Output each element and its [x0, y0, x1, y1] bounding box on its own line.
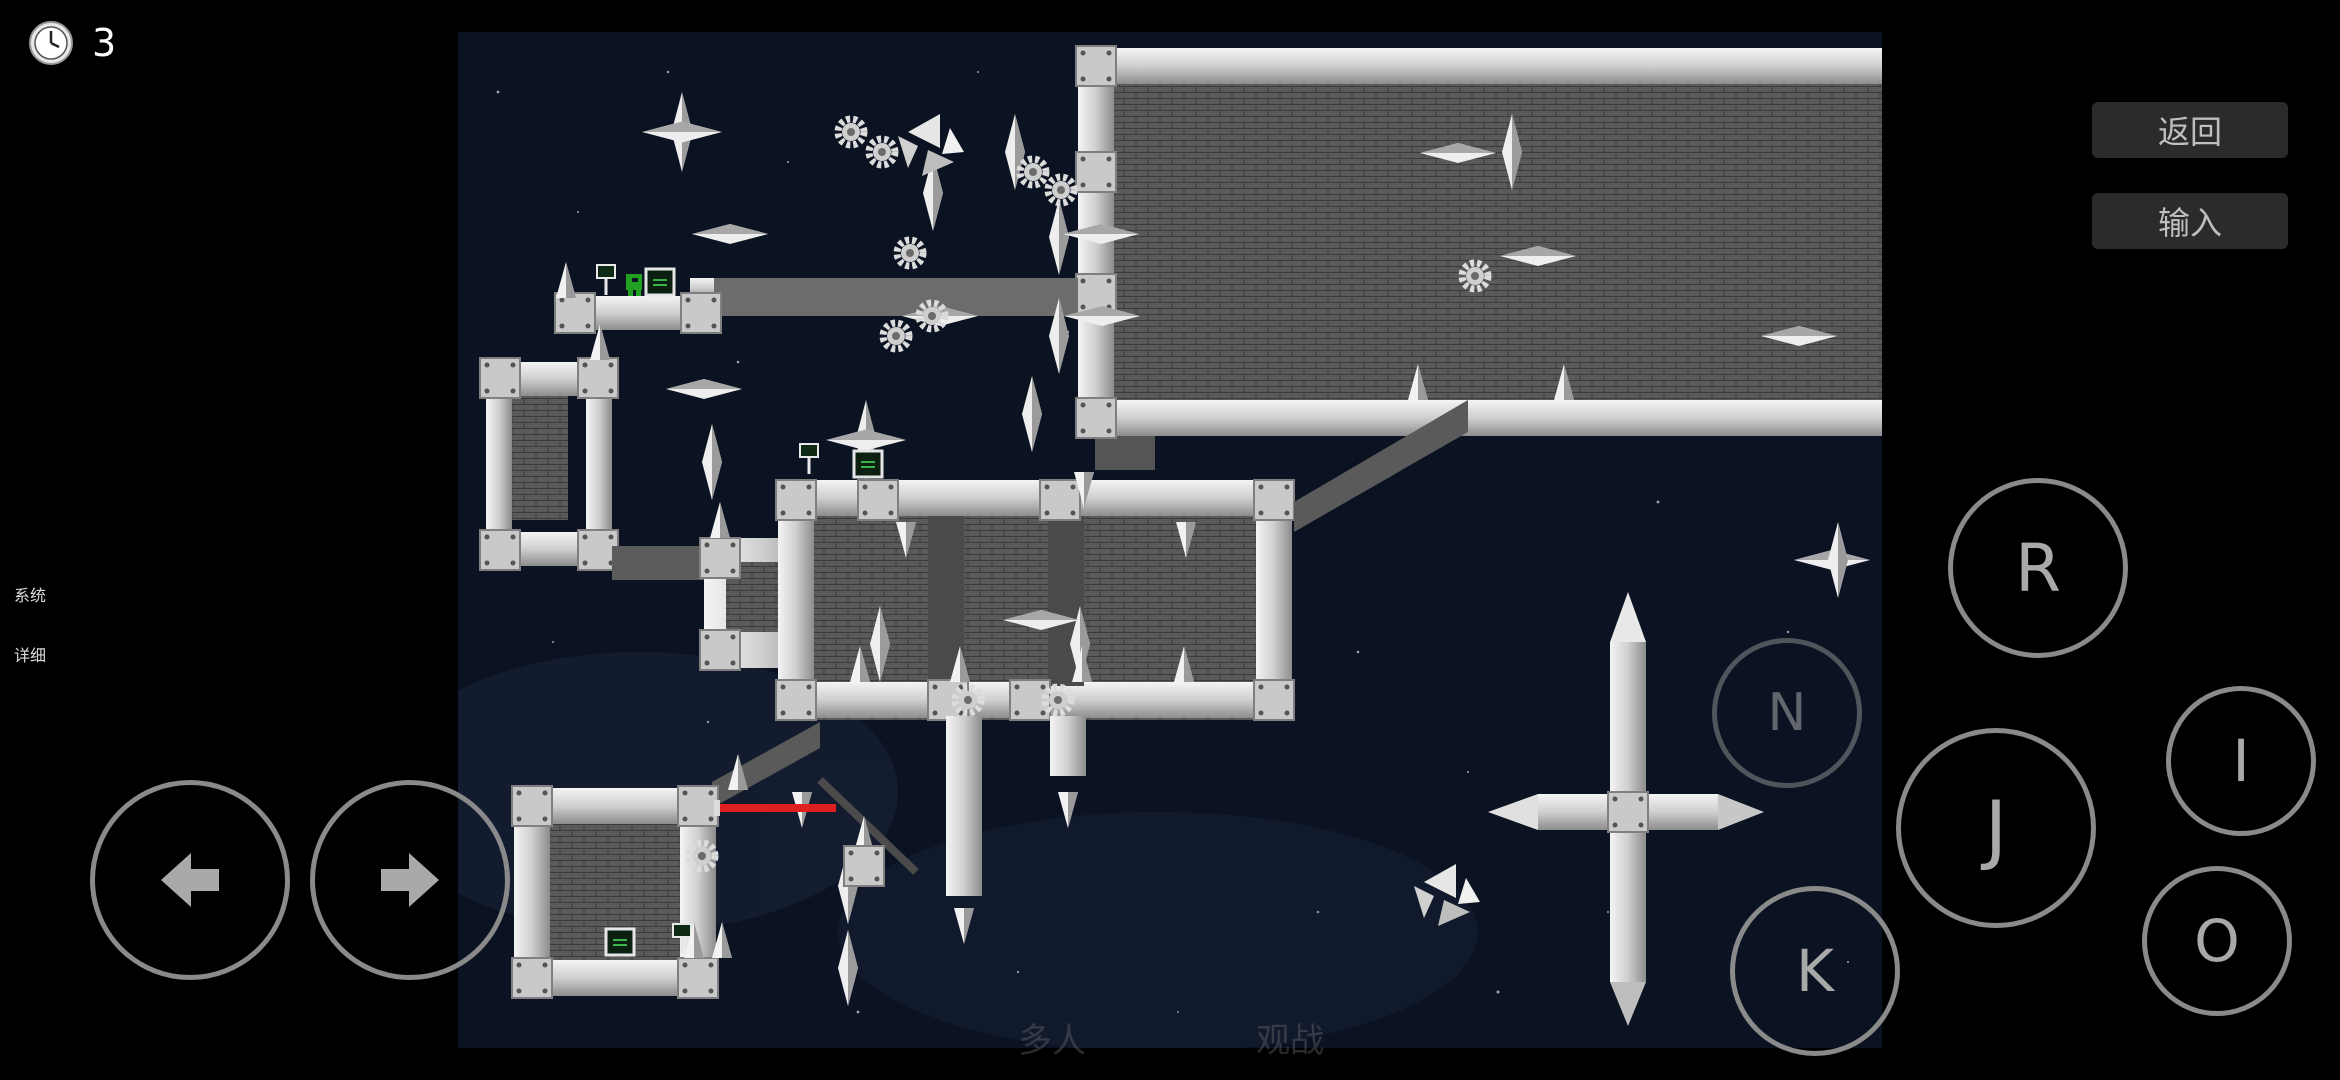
- o-button[interactable]: O: [2142, 866, 2292, 1016]
- right-button[interactable]: [310, 780, 510, 980]
- k-button[interactable]: K: [1730, 886, 1900, 1056]
- right-hazards: [1003, 364, 1870, 1026]
- upper-hazards: [642, 92, 1837, 374]
- game-scene: [458, 32, 1882, 1048]
- player-character: [626, 274, 642, 296]
- left-structure: [479, 324, 906, 571]
- back-button[interactable]: 返回: [2092, 102, 2288, 158]
- game-viewport[interactable]: [458, 32, 1882, 1048]
- arrow-right-icon: [381, 853, 439, 907]
- details-label[interactable]: 详细: [14, 646, 47, 665]
- j-button[interactable]: J: [1896, 728, 2096, 928]
- top-right-room: [1075, 45, 1882, 470]
- laser-emitter: [714, 800, 720, 816]
- center-structure: [775, 442, 1295, 944]
- start-platform: [554, 262, 1078, 334]
- left-button[interactable]: [90, 780, 290, 980]
- death-counter: 3: [28, 20, 116, 66]
- clock-icon: [29, 21, 73, 65]
- input-button[interactable]: 输入: [2092, 193, 2288, 249]
- r-button[interactable]: R: [1948, 478, 2128, 658]
- n-button[interactable]: N: [1712, 638, 1862, 788]
- system-label[interactable]: 系统: [14, 586, 47, 605]
- i-button[interactable]: I: [2166, 686, 2316, 836]
- death-count: 3: [92, 21, 117, 65]
- laser-beam: [716, 804, 836, 812]
- bottom-left-room: [511, 754, 748, 999]
- watch-button[interactable]: 观战: [1256, 1020, 1324, 1061]
- multiplayer-button[interactable]: 多人: [1018, 1020, 1086, 1061]
- arrow-left-icon: [161, 853, 219, 907]
